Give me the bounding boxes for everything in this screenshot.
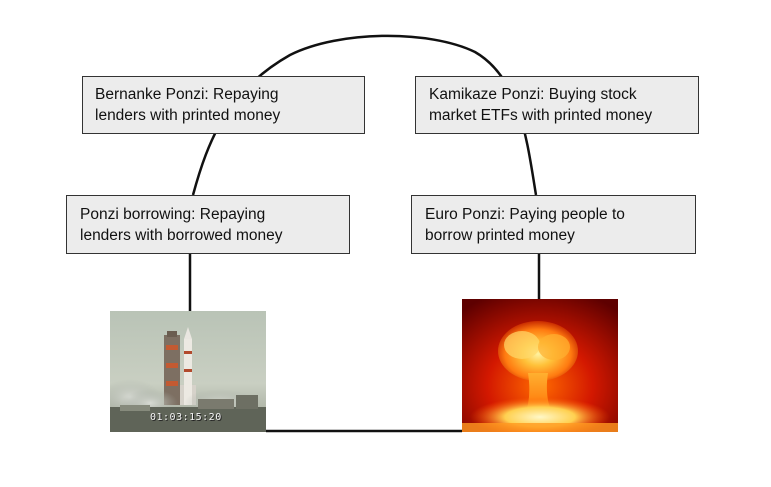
bernanke-line-1: Bernanke Ponzi: Repaying	[95, 86, 279, 103]
euro-ponzi-box: Euro Ponzi: Paying people to borrow prin…	[411, 195, 696, 254]
borrowing-line-2: lenders with borrowed money	[80, 226, 283, 244]
bernanke-line-2: lenders with printed money	[95, 107, 281, 124]
kamikaze-line-1: Kamikaze Ponzi: Buying stock	[429, 86, 637, 103]
video-timecode: 01:03:15:20	[150, 412, 222, 423]
ponzi-borrowing-box: Ponzi borrowing: Repaying lenders with b…	[66, 195, 350, 254]
borrowing-line-1: Ponzi borrowing: Repaying	[80, 205, 266, 223]
euro-line-1: Euro Ponzi: Paying people to	[425, 205, 625, 223]
kamikaze-line-2: market ETFs with printed money	[429, 107, 653, 124]
rocket-launch-image: 01:03:15:20	[110, 311, 266, 432]
kamikaze-ponzi-box: Kamikaze Ponzi: Buying stock market ETFs…	[415, 76, 699, 134]
nuclear-explosion-image	[462, 299, 618, 432]
bernanke-ponzi-box: Bernanke Ponzi: Repaying lenders with pr…	[82, 76, 365, 134]
euro-line-2: borrow printed money	[425, 226, 575, 244]
